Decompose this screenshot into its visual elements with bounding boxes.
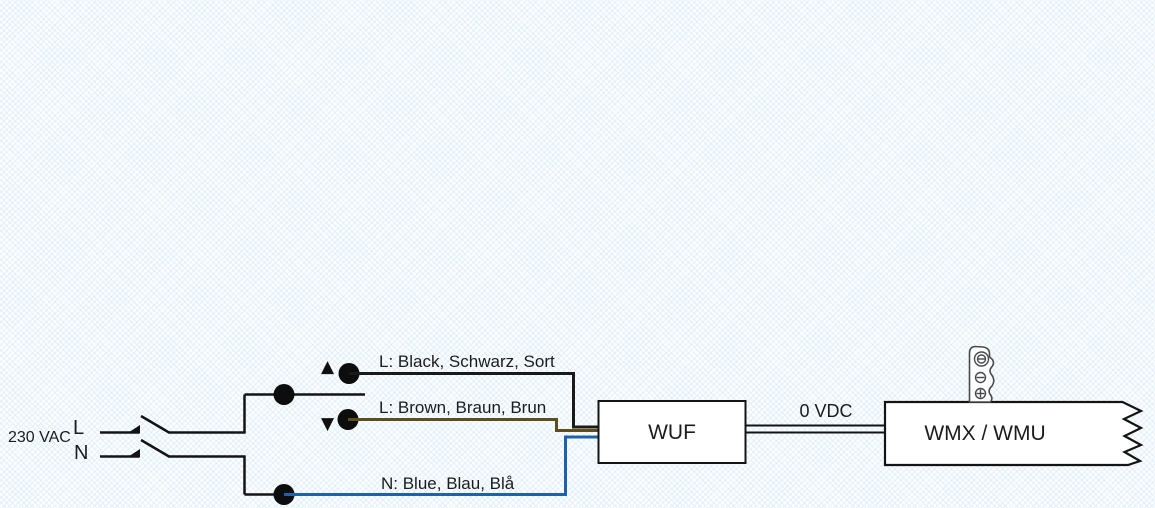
black-wire-label: L: Black, Schwarz, Sort	[379, 352, 555, 371]
live-terminal-label: L	[73, 417, 84, 439]
blue-wire	[284, 435, 599, 496]
down-arrow-icon: ▼	[321, 414, 335, 434]
screw-icon	[974, 387, 987, 400]
controller-box: WUF	[597, 400, 747, 464]
neutral-terminal-label: N	[74, 442, 88, 464]
up-arrow-icon: ▲	[321, 357, 335, 377]
screw-icon	[973, 351, 990, 367]
screw-icon	[974, 371, 987, 384]
double-pole-switch	[100, 414, 246, 458]
source-voltage-label: 230 VAC	[8, 429, 71, 446]
live-junction-dot	[273, 384, 295, 405]
controller-box-outline	[597, 400, 747, 464]
dc-bus-label: 0 VDC	[799, 401, 852, 421]
switch-neutral-contact-arrow-icon	[127, 449, 140, 458]
junction-dots	[273, 363, 360, 505]
motor-box-label: WMX / WMU	[924, 422, 1045, 445]
dc-bus: 0 VDC	[746, 401, 885, 434]
wires-to-controller	[284, 372, 599, 496]
blue-wire-label: N: Blue, Blau, Blå	[381, 474, 515, 493]
switch-live-blade	[140, 414, 170, 434]
switch-neutral-blade	[140, 438, 170, 458]
power-source: 230 VAC L N	[8, 417, 88, 464]
black-wire	[349, 372, 599, 429]
motor-box: WMX / WMU	[883, 400, 1144, 467]
brown-wire-label: L: Brown, Braun, Brun	[379, 398, 546, 417]
mounting-bracket	[968, 345, 995, 403]
brown-wire	[348, 418, 599, 432]
switch-live-contact-arrow-icon	[127, 425, 140, 434]
motor-box-outline	[883, 400, 1144, 467]
controller-box-label: WUF	[648, 421, 696, 444]
